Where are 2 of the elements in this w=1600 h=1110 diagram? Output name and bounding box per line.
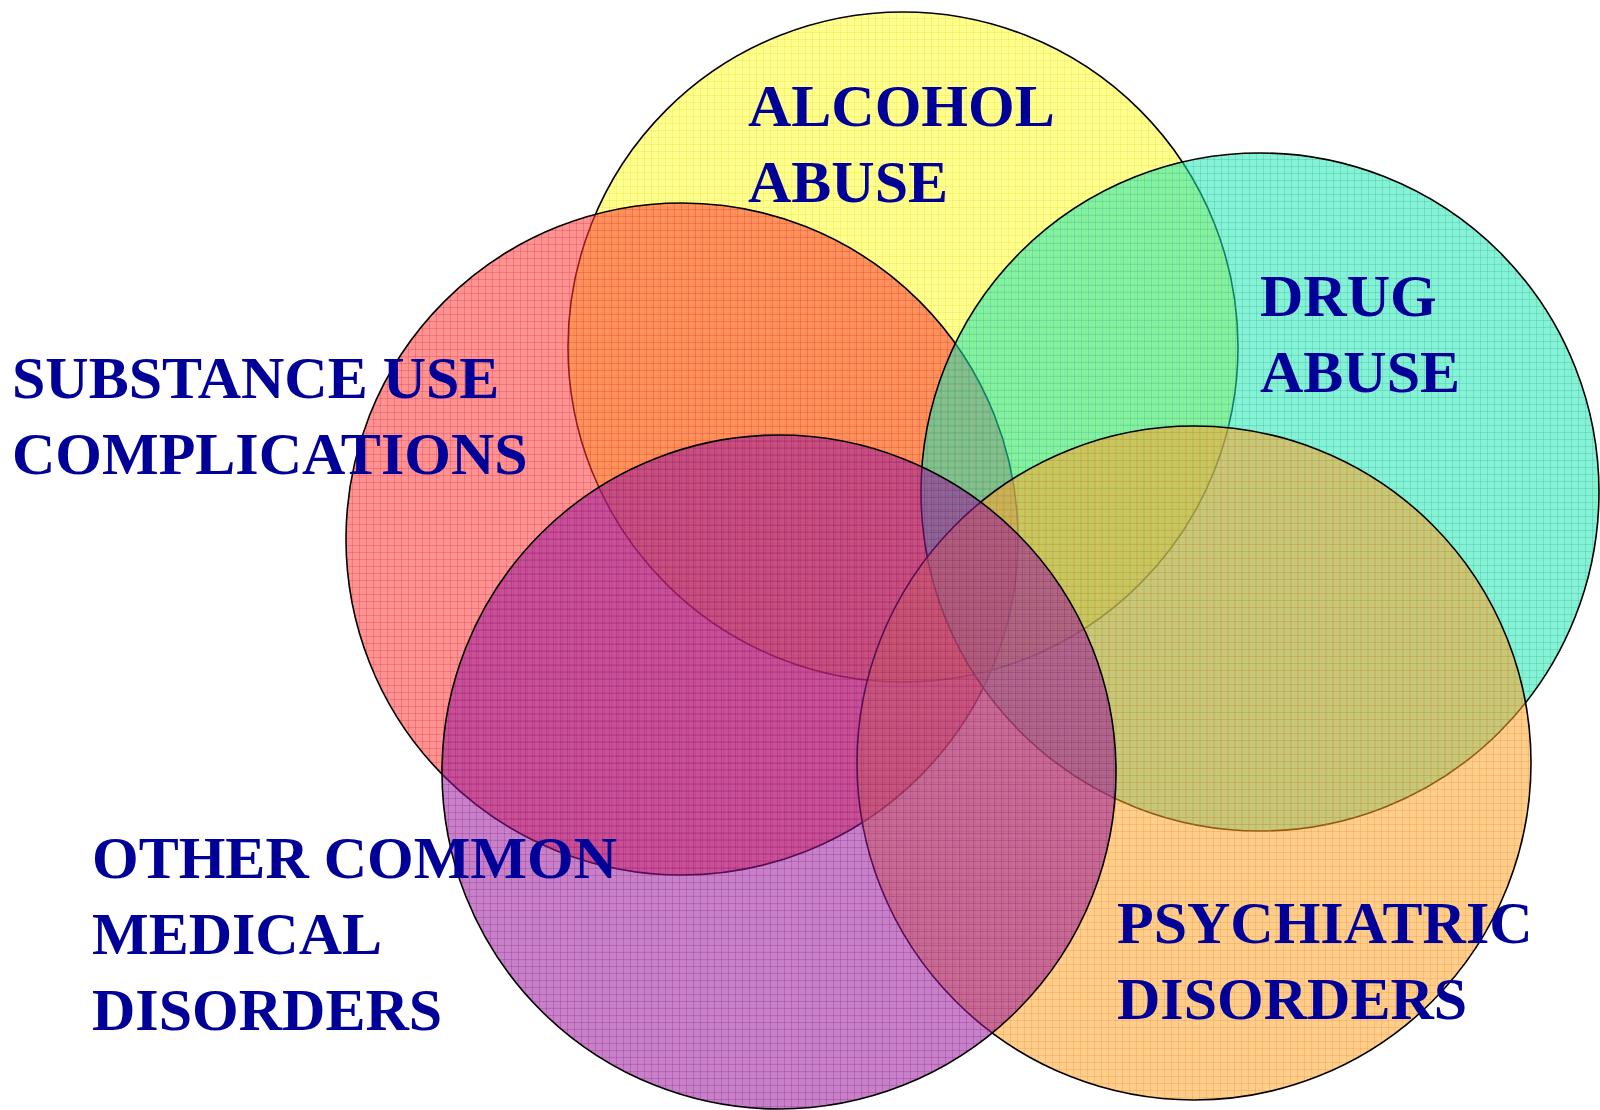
set-label: DRUG ABUSE: [1260, 262, 1462, 407]
set-label: ALCOHOL ABUSE: [748, 72, 1053, 217]
